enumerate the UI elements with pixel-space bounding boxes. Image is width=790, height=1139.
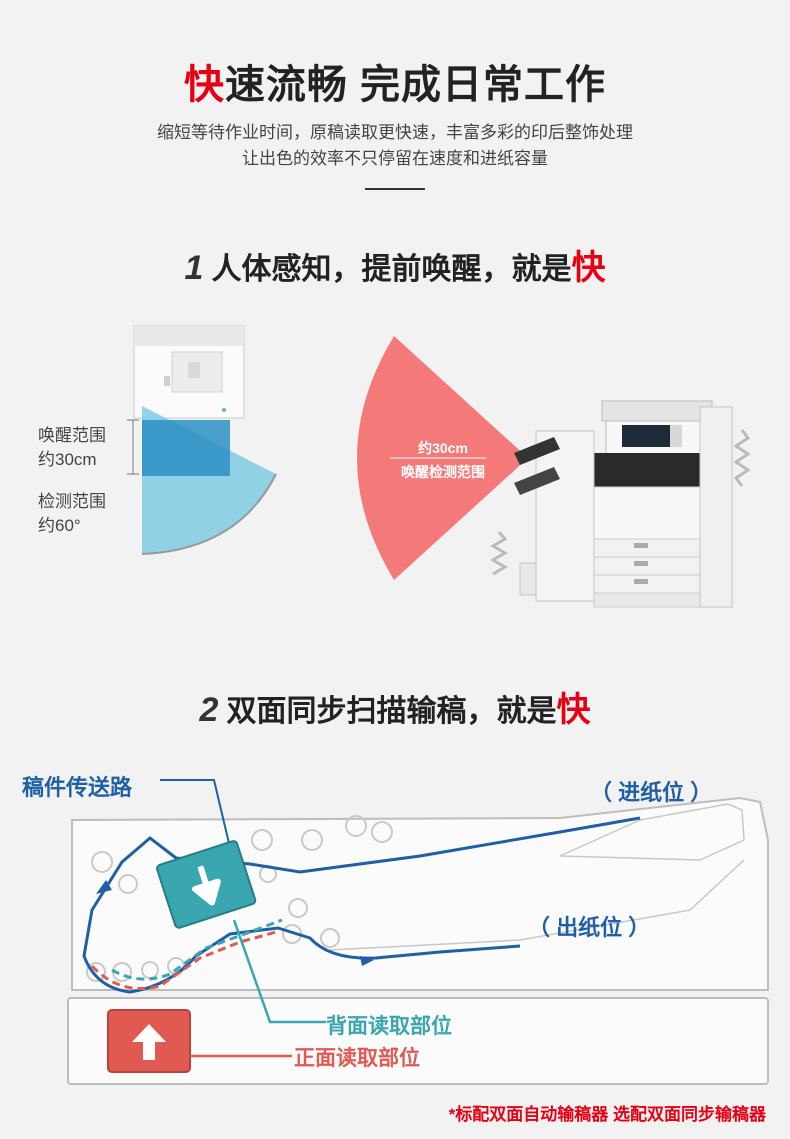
section1-title-accent: 快 [571,249,606,287]
finisher-unit [535,430,595,602]
front-read-label: 正面读取部位 [294,1047,420,1070]
feeder-diagram [67,779,769,1085]
wake-range-bracket [127,419,139,475]
hero-title: 快速流畅 完成日常工作 [0,52,790,110]
section-divider [365,188,425,190]
vibration-mark-left [490,531,508,576]
detect-range-label: 检测范围约60° [38,490,106,538]
footnote: *标配双面自动输稿器 选配双面同步输稿器 [448,1105,766,1124]
front-read-unit [107,1009,191,1073]
detection-cone [357,336,528,580]
wake-range-block [142,420,230,476]
mfp-printer-illustration [514,400,733,608]
output-tray [329,859,745,951]
hero-subtitle-line1: 缩短等待作业时间，原稿读取更快速，丰富多彩的印后整饰处理 [157,123,633,142]
back-read-label: 背面读取部位 [326,1015,452,1038]
scanner-base [67,997,769,1085]
wake-range-label: 唤醒范围约30cm [38,424,106,472]
detect-range-label-value: 约60° [38,516,81,535]
input-tray [559,803,745,861]
section2-title-accent: 快 [556,691,591,729]
front-read-path [90,930,277,990]
paper-out-label: （ 出纸位 ） [528,915,651,940]
back-read-unit [156,840,257,929]
feed-path-leader [160,779,233,857]
hero-subtitle-line2: 让出色的效率不只停留在速度和进纸容量 [242,149,548,168]
hero-title-accent: 快 [183,63,225,107]
wake-range-label-title: 唤醒范围 [38,426,106,445]
wake-range-label-value: 约30cm [38,450,97,469]
section1-number: 1 [184,249,204,287]
sensor-range-illustration [133,325,277,555]
control-panel [622,425,672,447]
section2-title-text: 双面同步扫描输稿，就是 [226,695,557,728]
back-read-leader [232,919,326,1024]
vibration-mark-right [733,429,751,487]
section1-title-text: 人体感知，提前唤醒，就是 [211,253,572,286]
paper-in-label: （ 进纸位 ） [590,780,713,805]
cone-range-name: 唤醒检测范围 [401,464,485,480]
hero-title-rest: 速流畅 完成日常工作 [224,63,607,107]
feed-path-label: 稿件传送路 [22,775,133,800]
back-read-path [111,918,283,981]
cone-distance-label: 约30cm [418,440,468,456]
section2-number: 2 [199,691,219,729]
detect-range-label-title: 检测范围 [38,492,106,511]
feeder-outline [71,796,769,991]
